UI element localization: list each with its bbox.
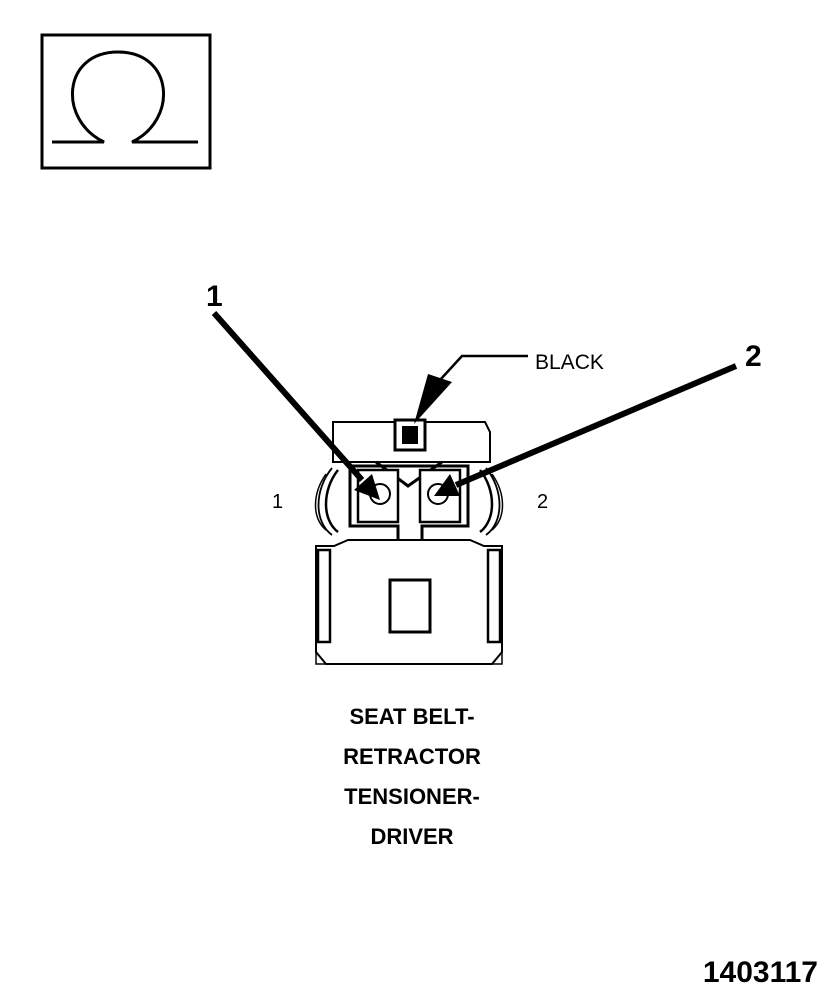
- component-title-line-2: RETRACTOR: [343, 744, 481, 769]
- callout-1-label: 1: [206, 280, 223, 313]
- callout-arrow-2: [434, 363, 738, 496]
- ohm-symbol-box: [40, 33, 212, 170]
- component-title-line-4: DRIVER: [370, 824, 453, 849]
- ohm-omega-icon: [52, 50, 198, 144]
- callout-arrow-2-head: [434, 474, 460, 496]
- black-leader-arrowhead: [414, 374, 452, 424]
- figure-number: 1403117: [703, 956, 818, 989]
- black-leader: [414, 354, 528, 424]
- component-title-line-1: SEAT BELT-: [349, 704, 474, 729]
- cavity-2-label: 2: [537, 491, 548, 513]
- cavity-1-label: 1: [272, 491, 283, 513]
- component-title-line-3: TENSIONER-: [344, 784, 480, 809]
- callout-2-label: 2: [745, 340, 762, 373]
- callout-arrow-1: [211, 311, 380, 500]
- callout-arrow-1-head: [354, 474, 380, 500]
- connector-window: [388, 578, 432, 634]
- connector-color-label: BLACK: [535, 351, 604, 374]
- component-title: SEAT BELT- RETRACTOR TENSIONER- DRIVER: [343, 704, 481, 849]
